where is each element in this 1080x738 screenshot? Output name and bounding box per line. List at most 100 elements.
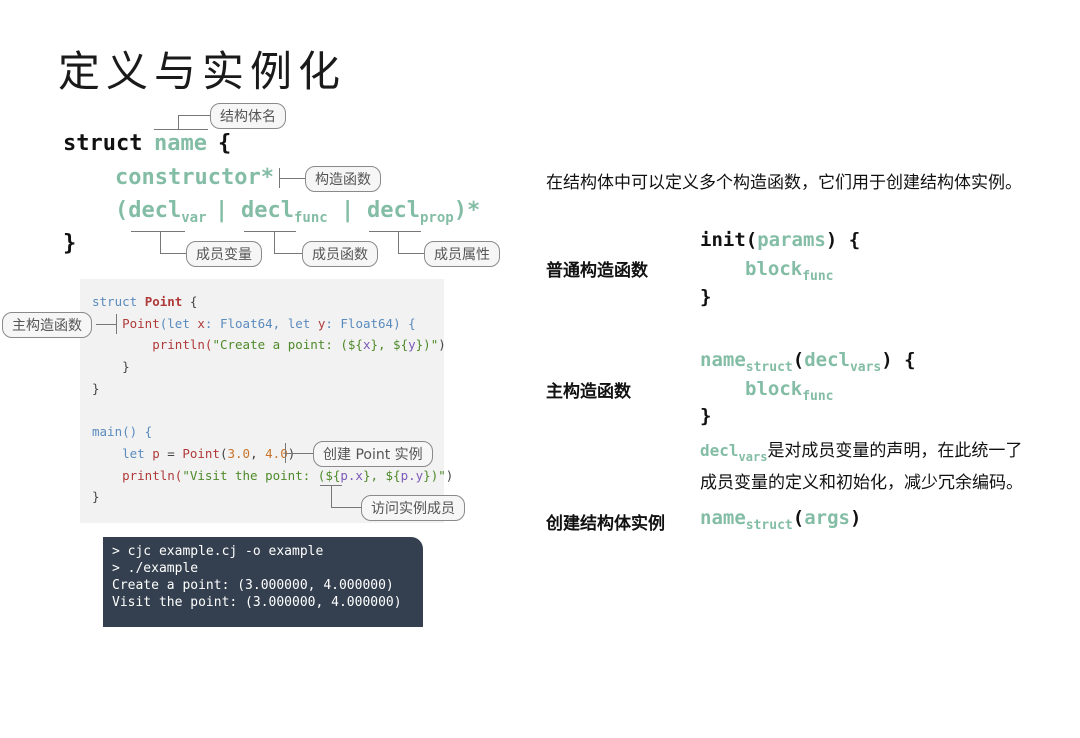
code-token: } xyxy=(92,380,100,396)
pipe-1: | xyxy=(215,198,229,223)
code-token: struct xyxy=(92,294,145,309)
connector-line xyxy=(178,115,179,129)
code-token: ) xyxy=(849,507,862,529)
sub-var: var xyxy=(181,210,207,226)
code-token: { xyxy=(182,294,198,309)
intro-text: 在结构体中可以定义多个构造函数，它们用于创建结构体实例。 xyxy=(546,173,1022,193)
code-token: ) { xyxy=(825,229,861,251)
connector-line xyxy=(160,253,186,254)
callout-member-func: 成员函数 xyxy=(302,241,378,267)
code-token: ( xyxy=(792,349,805,371)
code-token: } xyxy=(92,489,100,505)
code-token: decl xyxy=(804,349,850,371)
code-token: = xyxy=(159,445,183,461)
callout-create-instance: 创建 Point 实例 xyxy=(313,441,433,467)
sub-prop: prop xyxy=(419,210,454,226)
code-token: x xyxy=(197,315,205,331)
callout-member-prop: 成员属性 xyxy=(424,241,500,267)
connector-line xyxy=(279,178,305,179)
code-token: Point xyxy=(122,315,160,331)
callout-access-member: 访问实例成员 xyxy=(361,495,465,521)
code-token: vars xyxy=(849,360,882,375)
decl-text: decl xyxy=(241,198,294,223)
connector-line xyxy=(96,324,116,325)
code-token: decl xyxy=(700,441,739,460)
code-token: func xyxy=(802,269,834,284)
code-token: main() { xyxy=(92,424,153,440)
init-signature: init(params) { xyxy=(700,229,860,251)
normal-ctor-label: 普通构造函数 xyxy=(546,261,648,281)
code-token: }, ${ xyxy=(362,467,401,483)
decl-prop-token: declprop)* xyxy=(367,198,480,226)
sub-func: func xyxy=(293,210,328,226)
connector-line xyxy=(178,115,210,116)
code-token: init( xyxy=(700,229,758,251)
connector-line xyxy=(331,507,361,508)
callout-constructor: 构造函数 xyxy=(305,166,381,192)
code-token: : Float64) { xyxy=(325,315,416,331)
terminal-line: > ./example xyxy=(112,561,199,576)
decl-vars-note: declvars是对成员变量的声明，在此统一了 成员变量的定义和初始化，减少冗余… xyxy=(700,438,1070,496)
close-brace: } xyxy=(63,231,77,256)
code-token: params xyxy=(757,229,826,251)
code-token: })" xyxy=(415,337,439,353)
code-token: ) xyxy=(438,337,446,353)
block-func-2: blockfunc xyxy=(745,378,834,404)
open-brace: { xyxy=(218,131,232,156)
struct-name-overline xyxy=(154,129,208,130)
code-block: struct Point { Point(let x: Float64, let… xyxy=(92,291,453,508)
decl-var-token: (declvar xyxy=(115,198,207,226)
struct-name-token: name xyxy=(154,131,207,156)
connector-line xyxy=(116,314,117,334)
callout-member-var: 成员变量 xyxy=(186,241,262,267)
decl-text: decl xyxy=(367,198,420,223)
code-token: })" xyxy=(423,467,446,483)
code-token: p xyxy=(152,445,160,461)
decl-var-underline xyxy=(131,231,185,232)
connector-line xyxy=(274,231,275,253)
code-token: "Create a point: (${ xyxy=(212,337,363,353)
decl-close: )* xyxy=(453,198,481,223)
code-token: "Visit the point: (${ xyxy=(182,467,341,483)
code-token: p.y xyxy=(400,467,424,483)
close-brace-2: } xyxy=(700,405,712,427)
code-token: ( xyxy=(219,445,228,461)
decl-func-token: declfunc xyxy=(241,198,328,226)
code-token: struct xyxy=(745,518,793,533)
connector-line xyxy=(331,485,332,507)
code-token: 4.0 xyxy=(265,445,288,461)
code-token: name xyxy=(700,349,746,371)
decl-func-underline xyxy=(244,231,296,232)
code-token: }, ${ xyxy=(370,337,409,353)
terminal-line: Visit the point: (3.000000, 4.000000) xyxy=(112,595,402,610)
code-token: ) xyxy=(445,467,454,483)
callout-struct-name: 结构体名 xyxy=(210,103,286,129)
connector-line xyxy=(274,253,302,254)
code-token: y xyxy=(317,315,326,331)
code-token: ( xyxy=(792,507,805,529)
code-token: p.x xyxy=(340,467,363,483)
code-token: Point xyxy=(182,445,220,461)
struct-keyword: struct xyxy=(63,131,143,156)
code-token: (let xyxy=(159,315,198,331)
primary-ctor-label: 主构造函数 xyxy=(546,382,631,402)
code-token: x xyxy=(362,337,371,353)
connector-line xyxy=(160,231,161,253)
code-token: block xyxy=(745,258,803,280)
callout-primary-ctor: 主构造函数 xyxy=(2,312,92,338)
primary-signature: namestruct(declvars) { xyxy=(700,349,916,375)
note-text: 成员变量的定义和初始化，减少冗余编码。 xyxy=(700,473,1023,493)
code-token: println( xyxy=(152,337,213,353)
code-token: name xyxy=(700,507,746,529)
decl-open: (decl xyxy=(115,198,182,223)
code-token: y xyxy=(408,337,416,353)
pipe-2: | xyxy=(341,198,355,223)
code-token: ) { xyxy=(881,349,916,371)
connector-line xyxy=(398,231,399,253)
create-instance-label: 创建结构体实例 xyxy=(546,514,665,534)
decl-prop-underline xyxy=(369,231,421,232)
code-token: args xyxy=(804,507,850,529)
terminal-lines: > cjc example.cj -o example > ./example … xyxy=(103,537,423,611)
note-text: 是对成员变量的声明，在此统一了 xyxy=(767,441,1023,461)
code-token: 3.0 xyxy=(227,445,251,461)
